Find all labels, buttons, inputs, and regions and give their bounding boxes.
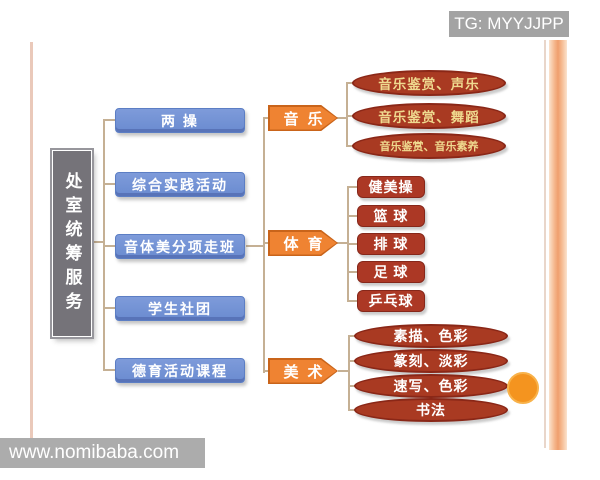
connector-line [347,300,357,302]
left-border-line [30,42,33,438]
connector-line [348,335,350,410]
watermark-top-right: TG: MYYJJPP [449,11,569,37]
course-item-music-1: 音乐鉴赏、声乐 [352,70,506,96]
course-item-art-sketch: 素描、色彩 [354,324,508,348]
connector-line [347,271,357,273]
connector-line [348,409,356,411]
course-item-music-3: 音乐鉴赏、音乐素养 [352,133,506,159]
course-item-pe-basketball: 篮 球 [357,205,425,227]
category-arrow-pe: 体育 [268,230,338,256]
connector-line [348,385,356,387]
connector-line [346,145,355,147]
connector-line [103,245,115,247]
course-item-music-2: 音乐鉴赏、舞蹈 [352,103,506,129]
course-item-pe-aerobics: 健美操 [357,176,425,198]
category-arrow-art-label: 美术 [269,359,337,383]
right-border-line [544,40,546,448]
connector-line [338,370,348,372]
connector-line [103,183,115,185]
connector-line [347,215,357,217]
connector-line [103,307,115,309]
program-item-moral-courses: 德育活动课程 [115,358,245,383]
course-item-art-drawing: 速写、色彩 [354,374,508,398]
category-arrow-music: 音乐 [268,105,338,131]
connector-line [90,241,103,243]
connector-line [103,119,115,121]
program-item-music-pe-art: 音体美分项走班 [115,234,245,259]
course-item-pe-football: 足 球 [357,261,425,283]
connector-line [347,186,357,188]
connector-line [348,335,356,337]
connector-line [263,117,265,373]
connector-line [337,117,346,119]
root-node-label: 处室统筹服务 [62,171,82,316]
connector-line [103,369,115,371]
course-item-art-seal: 篆刻、淡彩 [354,349,508,373]
program-item-student-clubs: 学生社团 [115,296,245,321]
category-arrow-music-label: 音乐 [269,106,337,130]
connector-line [337,242,347,244]
connector-line [346,82,348,147]
connector-line [347,243,357,245]
course-item-art-calligraphy: 书法 [354,398,508,422]
category-arrow-pe-label: 体育 [269,231,337,255]
connector-line [348,360,356,362]
connector-line [346,82,355,84]
connector-line [246,245,263,247]
program-item-practice: 综合实践活动 [115,172,245,197]
category-arrow-art: 美术 [268,358,338,384]
course-item-pe-pingpong: 乒乓球 [357,290,425,312]
connector-line [346,115,355,117]
root-node-office-services: 处室统筹服务 [50,148,94,339]
right-accent-stripe [549,40,567,450]
connector-line [263,117,271,119]
orange-dot-decoration [507,372,539,404]
connector-line [263,242,271,244]
program-item-exercises: 两 操 [115,108,245,133]
connector-line [263,370,271,372]
course-item-pe-volleyball: 排 球 [357,233,425,255]
watermark-bottom-url: www.nomibaba.com [0,438,205,468]
